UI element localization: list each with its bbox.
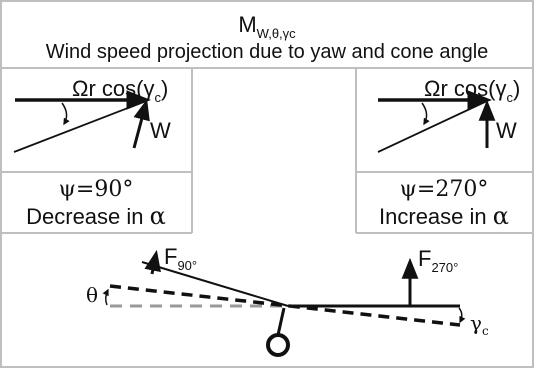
- right-effect-label: Increase in α: [379, 202, 509, 230]
- right-azimuth-label: ψ=270°: [400, 177, 489, 202]
- right-relative-velocity-vector: [377, 100, 488, 153]
- left-relative-velocity-vector: [13, 100, 147, 153]
- left-effect-label: Decrease in α: [26, 202, 166, 230]
- cone-angle-arc: [458, 307, 466, 324]
- hub-shaft: [276, 307, 286, 336]
- force-90-label: F90°: [164, 244, 197, 273]
- force-270-label: F270°: [418, 246, 458, 275]
- header-title: MW,θ,γc: [238, 12, 296, 41]
- tilted-blade-line: [141, 261, 289, 307]
- left-angle-arc: [61, 102, 70, 126]
- left-wind-vector: [132, 98, 150, 149]
- right-vector-panel: Ωr cos(γc) W ψ=270° Increase in α: [377, 76, 520, 230]
- theta-angle-arc: [102, 288, 109, 306]
- cone-angle-label: γc: [470, 311, 489, 338]
- right-angle-arc: [421, 102, 430, 126]
- right-rotor-speed-label: Ωr cos(γc): [424, 76, 520, 105]
- coned-rotor-plane: [109, 284, 461, 327]
- hub-circle: [266, 333, 290, 357]
- right-wind-label: W: [496, 118, 517, 143]
- header-subtitle: Wind speed projection due to yaw and con…: [46, 41, 489, 63]
- left-wind-label: W: [150, 118, 171, 143]
- theta-label: θ: [86, 283, 98, 307]
- force-90-arrow: [144, 249, 161, 275]
- left-azimuth-label: ψ=90°: [59, 177, 134, 202]
- blade-cone-diagram: F90° F270° θ γc: [86, 244, 489, 357]
- left-vector-panel: Ωr cos(γc) W ψ=90° Decrease in α: [13, 76, 171, 230]
